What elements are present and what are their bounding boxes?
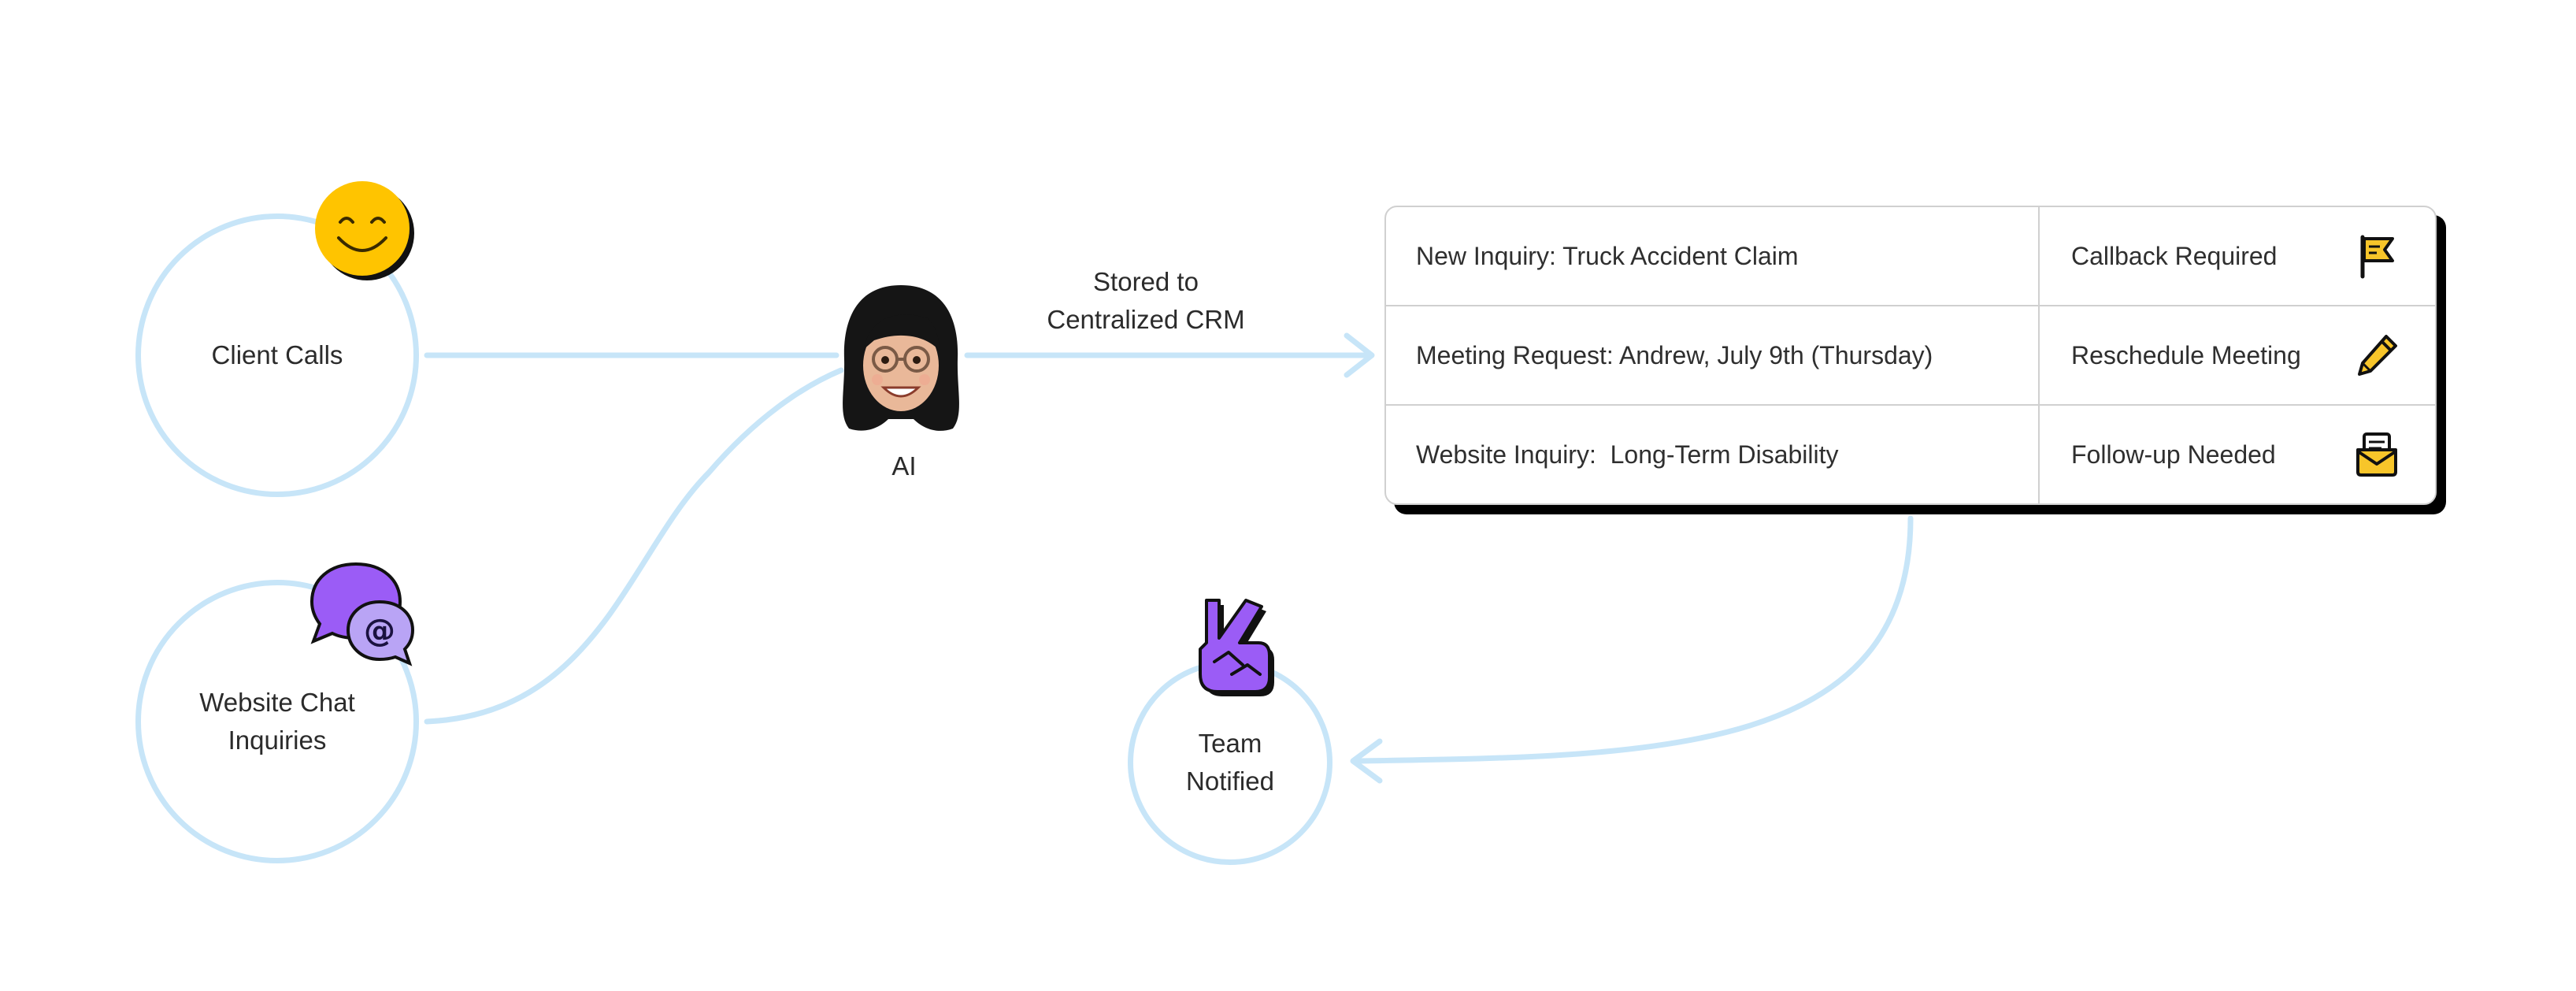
crm-action-label: Follow-up Needed: [2071, 440, 2276, 469]
svg-text:@: @: [364, 613, 395, 649]
crm-action-cell: Follow-up Needed: [2040, 406, 2435, 503]
crm-row: Meeting Request: Andrew, July 9th (Thurs…: [1386, 306, 2435, 406]
chat-bubbles-icon: @: [309, 562, 415, 666]
website-chat-label: Website Chat Inquiries: [199, 688, 355, 755]
crm-to-team-curve: [1353, 515, 1914, 764]
victory-hand-icon: [1199, 599, 1274, 696]
crm-action-cell: Reschedule Meeting: [2040, 306, 2435, 404]
crm-action-label: Reschedule Meeting: [2071, 340, 2301, 369]
crm-inquiry-cell: Meeting Request: Andrew, July 9th (Thurs…: [1386, 306, 2040, 404]
memoji-avatar-icon: [843, 285, 959, 431]
smiley-face-icon: [315, 181, 414, 280]
ai-to-crm-arrowhead: [1344, 332, 1375, 378]
crm-inquiry-cell: Website Inquiry: Long-Term Disability: [1386, 406, 2040, 503]
client-calls-label: Client Calls: [211, 340, 343, 369]
crm-card: New Inquiry: Truck Accident Claim Callba…: [1384, 206, 2437, 505]
crm-to-team-arrowhead: [1350, 738, 1383, 784]
crm-row: Website Inquiry: Long-Term Disability Fo…: [1386, 406, 2435, 503]
crm-inquiry-cell: New Inquiry: Truck Accident Claim: [1386, 207, 2040, 305]
flag-icon: [2360, 235, 2394, 279]
envelope-icon: [2356, 432, 2397, 477]
pencil-icon: [2358, 335, 2397, 376]
ai-label: AI: [891, 451, 917, 481]
crm-action-label: Callback Required: [2071, 241, 2278, 270]
crm-action-cell: Callback Required: [2040, 207, 2435, 305]
crm-row: New Inquiry: Truck Accident Claim Callba…: [1386, 207, 2435, 306]
client-calls-node: Client Calls: [135, 213, 419, 497]
team-notified-label: Team Notified: [1186, 729, 1274, 796]
website-chat-to-ai-curve: [424, 367, 844, 725]
crm-arrow-label: Stored to Centralized CRM: [1047, 267, 1245, 334]
